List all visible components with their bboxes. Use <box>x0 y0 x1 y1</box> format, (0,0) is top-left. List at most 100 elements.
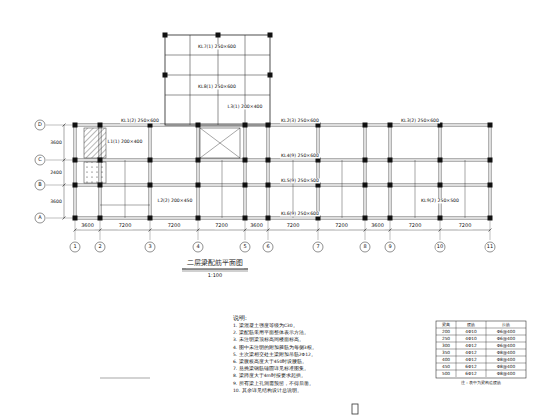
dimension-tick <box>63 184 66 187</box>
table-cell: 6Φ12 <box>464 364 478 369</box>
column <box>488 123 493 128</box>
axis-line <box>268 220 269 240</box>
column <box>148 183 153 188</box>
dimension-text: 7200 <box>458 223 473 229</box>
axis-line <box>100 220 101 240</box>
beam-line <box>269 125 270 218</box>
column <box>388 183 393 188</box>
beam-line <box>75 219 490 220</box>
dimension-text: 7200 <box>286 223 301 229</box>
axis-number: 10 <box>436 244 444 250</box>
column <box>196 216 201 221</box>
column <box>266 183 271 188</box>
table-cell: 4Φ12 <box>464 343 478 348</box>
column <box>196 183 201 188</box>
table-rule <box>486 321 487 377</box>
column <box>438 158 443 163</box>
column <box>148 158 153 163</box>
secondary-beam <box>415 160 416 218</box>
note-text: 5. 主次梁相交处主梁附加吊筋2Φ12。 <box>232 352 317 357</box>
axis-line <box>46 125 73 126</box>
dimension-line <box>75 230 490 231</box>
notes-heading: 说明: <box>232 315 248 321</box>
axis-bubble <box>385 242 395 252</box>
beam-line <box>199 125 200 218</box>
dimension-tick <box>63 159 66 162</box>
column <box>488 216 493 221</box>
table-cell: 4Φ10 <box>464 329 478 334</box>
table-rule <box>456 321 457 377</box>
axis-line <box>318 220 319 240</box>
axis-line <box>440 220 441 240</box>
beam-line <box>319 125 320 218</box>
column <box>266 216 271 221</box>
beam-line <box>76 125 77 218</box>
column <box>266 123 271 128</box>
dimension-tick <box>63 217 66 220</box>
title-underline <box>182 269 248 270</box>
table-cell: 250 <box>441 336 451 341</box>
axis-number: 7 <box>315 244 320 250</box>
dimension-line <box>64 125 65 218</box>
beam-annotation: KL9(2) 250×500 <box>420 198 460 203</box>
table-cell: 4Φ12 <box>464 350 478 355</box>
note-text: 8. 梁跨度大于4m时按要求起拱。 <box>232 374 307 379</box>
axis-bubble <box>70 242 80 252</box>
beam-line <box>316 125 317 218</box>
dimension-text: 3600 <box>80 223 95 229</box>
axis-line <box>198 220 199 240</box>
beam-line <box>165 55 270 56</box>
table-cell: 拉筋 <box>501 322 511 327</box>
column <box>268 33 273 38</box>
dimension-text: 7200 <box>118 223 133 229</box>
column <box>363 216 368 221</box>
axis-line <box>245 220 246 240</box>
secondary-beam <box>342 160 343 218</box>
column <box>268 73 273 78</box>
table-cell: 350 <box>441 350 451 355</box>
axis-number: 8 <box>362 244 367 250</box>
note-text: 10. 其余详见结构设计总说明。 <box>232 388 303 393</box>
axis-line <box>390 220 391 240</box>
beam-line <box>438 125 439 218</box>
column <box>488 158 493 163</box>
axis-line <box>365 220 366 240</box>
beam-line <box>165 95 270 96</box>
beam-line <box>75 161 490 162</box>
beam-line <box>165 75 270 76</box>
axis-letter: D <box>37 122 43 128</box>
axis-bubble <box>485 242 495 252</box>
beam-annotation: KL4(9) 250×600 <box>280 153 320 158</box>
axis-bubble <box>35 213 45 223</box>
axis-bubble <box>435 242 445 252</box>
column <box>73 123 78 128</box>
note-text: 6. 梁腹板高度大于450时设腰筋。 <box>232 360 308 365</box>
table-cell: Φ8@400 <box>496 364 517 369</box>
dimension-tick <box>99 229 102 232</box>
axis-bubble <box>35 155 45 165</box>
column <box>388 158 393 163</box>
beam-line <box>441 125 442 218</box>
dimension-text: 7200 <box>408 223 423 229</box>
axis-bubble <box>240 242 250 252</box>
stair-tower-outline <box>165 35 270 125</box>
table-cell: 4Φ10 <box>464 336 478 341</box>
column <box>216 33 221 38</box>
column <box>98 158 103 163</box>
axis-line <box>46 185 73 186</box>
column <box>163 73 168 78</box>
dimension-tick <box>63 124 66 127</box>
secondary-beam <box>293 160 294 218</box>
axis-bubble <box>35 180 45 190</box>
table-note: 注：表中为梁构造腰筋 <box>460 381 502 386</box>
table-cell: Φ8@400 <box>496 350 517 355</box>
column <box>363 158 368 163</box>
beam-line <box>391 125 392 218</box>
column <box>266 158 271 163</box>
dimension-tick <box>389 229 392 232</box>
column <box>73 183 78 188</box>
note-text: 3. 未注明梁顶标高同楼面标高。 <box>232 338 305 343</box>
beam-line <box>388 125 389 218</box>
beam-annotation: L2(2) 200×450 <box>157 198 194 203</box>
